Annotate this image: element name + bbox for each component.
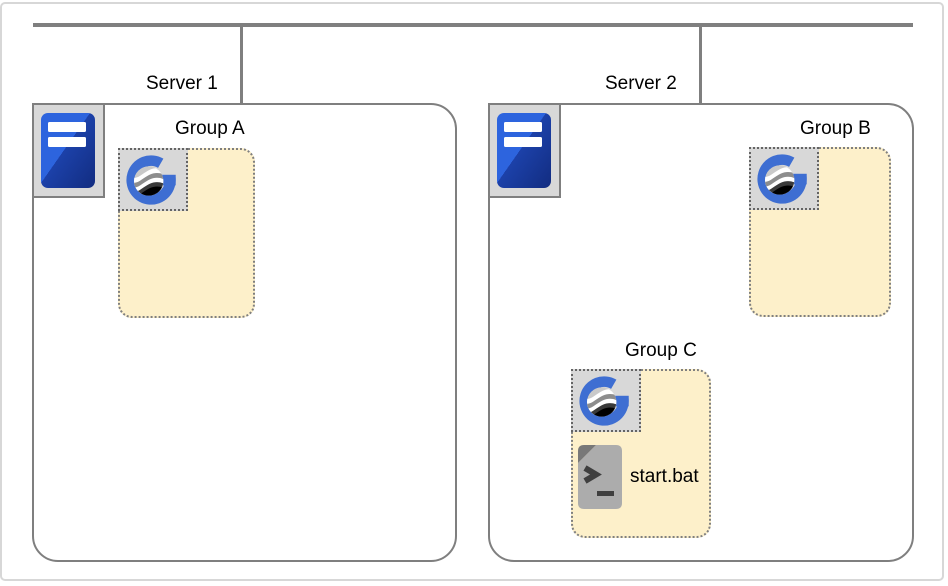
start-bat-label: start.bat [630,466,699,487]
group-item-start-bat[interactable]: start.bat [577,444,699,510]
genexus-logo-icon [571,369,641,432]
group-a-label: Group A [175,118,245,139]
batch-file-icon [578,445,622,509]
server-drive-slot [48,137,86,147]
group-b-label: Group B [800,118,871,139]
server-drive-slot [504,137,542,147]
server-tower-shape [497,113,551,188]
network-bus-line [33,23,913,27]
server-icon [488,103,561,198]
server2-connector-line [699,26,702,104]
group-c-label: Group C [625,340,697,361]
server-drive-slot [48,122,86,132]
server-tower-shape [41,113,95,188]
genexus-g-glyph [757,153,807,204]
server-icon [32,103,105,198]
genexus-logo-icon [118,148,188,211]
server2-label: Server 2 [605,73,677,94]
server-drive-slot [504,122,542,132]
server1-connector-line [240,26,243,104]
genexus-g-glyph [126,154,176,205]
genexus-logo-icon [749,147,819,210]
server1-label: Server 1 [146,73,218,94]
genexus-g-glyph [579,375,629,426]
